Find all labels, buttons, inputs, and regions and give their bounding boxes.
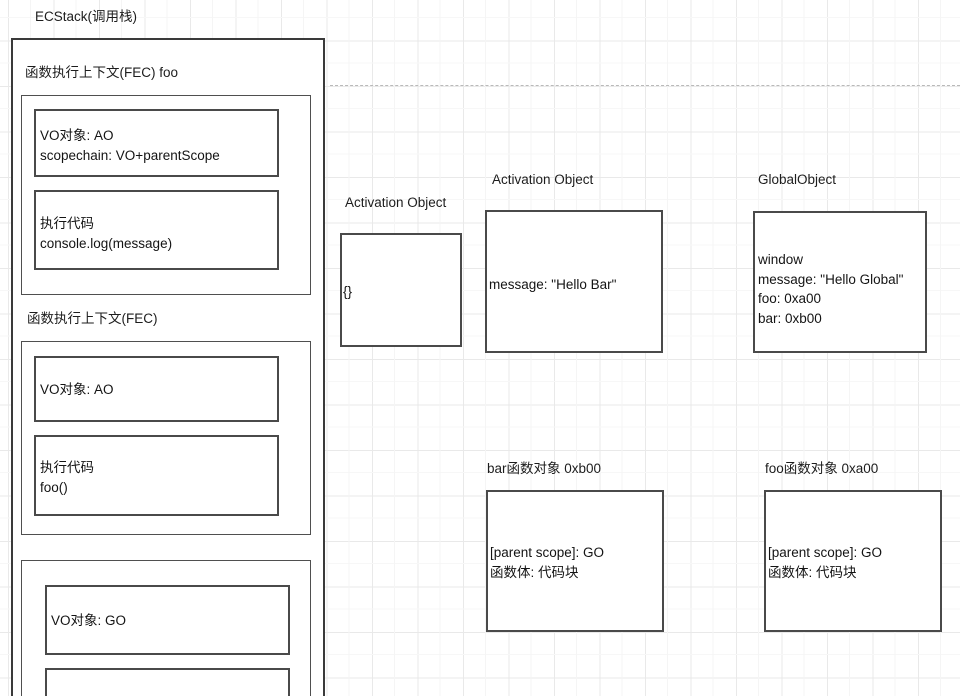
activation-object-bar-box <box>485 210 663 353</box>
bar-function-object-caption: bar函数对象 0xb00 <box>487 461 602 476</box>
activation-object-bar-text: message: "Hello Bar" <box>489 277 617 292</box>
activation-object-empty-box <box>340 233 462 347</box>
fec-0-vo-box <box>34 109 279 177</box>
global-object-text: window message: "Hello Global" foo: 0xa0… <box>758 252 904 326</box>
foo-function-object-box <box>764 490 942 632</box>
global-object-caption: GlobalObject <box>758 172 837 187</box>
fec-label-1: 函数执行上下文(FEC) <box>27 311 158 326</box>
dashed-separator-line <box>330 85 960 86</box>
activation-object-bar-caption: Activation Object <box>492 172 594 187</box>
fec-0-vo-text: VO对象: AO scopechain: VO+parentScope <box>40 128 220 163</box>
foo-function-object-text: [parent scope]: GO 函数体: 代码块 <box>768 545 883 580</box>
activation-object-empty-caption: Activation Object <box>345 195 447 210</box>
fec-1-code-box <box>34 435 279 516</box>
fec-2-code-box <box>45 668 290 696</box>
bar-function-object-box <box>486 490 664 632</box>
fec-1-code-text: 执行代码 foo() <box>40 460 94 495</box>
fec-1-vo-text: VO对象: AO <box>40 382 114 397</box>
global-object-box <box>753 211 927 353</box>
bar-function-object-text: [parent scope]: GO 函数体: 代码块 <box>490 545 605 580</box>
ecstack-label: ECStack(调用栈) <box>35 9 138 24</box>
activation-object-empty-text: {} <box>343 284 353 299</box>
fec-0-code-text: 执行代码 console.log(message) <box>40 216 173 251</box>
fec-0-code-box <box>34 190 279 270</box>
foo-function-object-caption: foo函数对象 0xa00 <box>765 461 879 476</box>
fec-2-vo-text: VO对象: GO <box>51 613 127 628</box>
fec-1-vo-box <box>34 356 279 422</box>
fec-2-vo-box <box>45 585 290 655</box>
fec-label-0: 函数执行上下文(FEC) foo <box>25 65 179 80</box>
